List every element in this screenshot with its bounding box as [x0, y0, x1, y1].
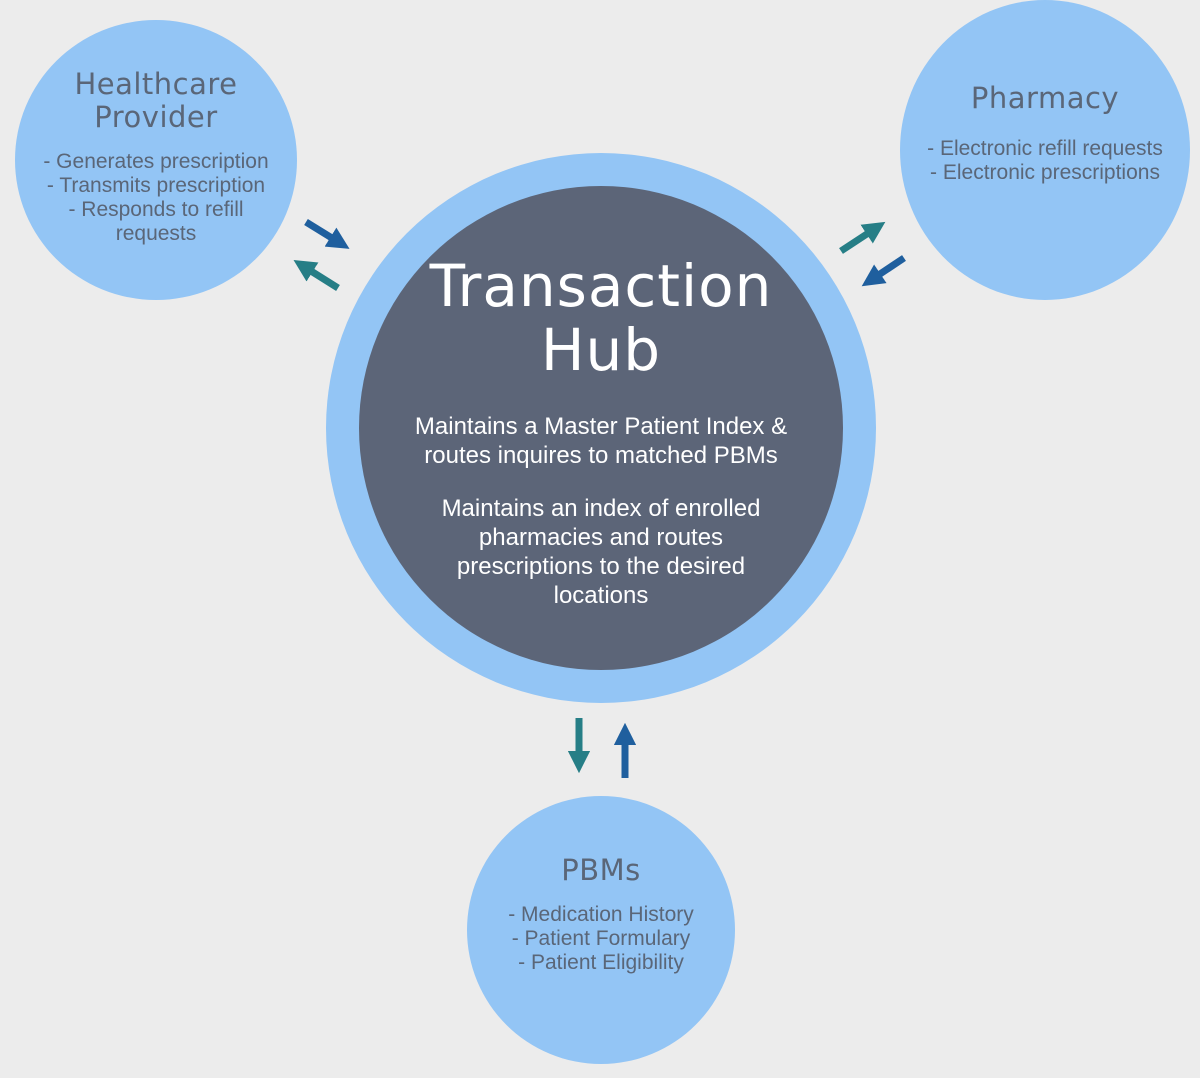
title-line: Pharmacy — [970, 81, 1120, 115]
pbms-title: PBMs — [467, 854, 735, 887]
list-item: requests — [115, 222, 197, 245]
healthcare-provider-node: Healthcare Provider - Generates prescrip… — [15, 20, 297, 300]
transaction-hub-node: Transaction Hub Maintains a Master Patie… — [359, 186, 843, 670]
pharmacy-list: - Electronic refill requests - Electroni… — [900, 137, 1190, 185]
arrow-hub-to-provider — [293, 260, 340, 291]
arrow-pharmacy-to-hub — [861, 255, 906, 287]
hub-description-pharmacy-index: Maintains an index of enrolled pharmacie… — [359, 494, 843, 610]
description-line: routes inquires to matched PBMs — [424, 442, 778, 469]
description-line: pharmacies and routes — [478, 524, 724, 551]
transaction-hub-title: Transaction Hub — [359, 254, 843, 382]
healthcare-provider-title: Healthcare Provider — [15, 68, 297, 134]
list-item: - Responds to refill — [68, 198, 244, 221]
list-item: - Patient Eligibility — [518, 951, 684, 974]
list-item: - Electronic prescriptions — [930, 161, 1160, 184]
list-item: - Electronic refill requests — [927, 137, 1163, 160]
description-line: Maintains a Master Patient Index & — [414, 413, 788, 440]
pharmacy-node: Pharmacy - Electronic refill requests - … — [900, 0, 1190, 300]
healthcare-provider-list: - Generates prescription - Transmits pre… — [15, 150, 297, 246]
title-line: PBMs — [561, 853, 641, 887]
pharmacy-title: Pharmacy — [900, 82, 1190, 115]
arrow-hub-to-pharmacy — [839, 221, 886, 254]
title-line: Provider — [94, 100, 218, 134]
description-line: Maintains an index of enrolled — [441, 495, 761, 522]
title-line: Healthcare — [74, 67, 238, 101]
hub-description-patient-index: Maintains a Master Patient Index & route… — [359, 412, 843, 470]
arrow-provider-to-hub — [304, 219, 350, 249]
title-line: Hub — [540, 316, 662, 384]
description-line: prescriptions to the desired — [456, 553, 746, 580]
title-line: Transaction — [429, 252, 773, 320]
pbms-node: PBMs - Medication History - Patient Form… — [467, 796, 735, 1064]
description-line: locations — [553, 582, 649, 609]
list-item: - Patient Formulary — [511, 927, 691, 950]
list-item: - Transmits prescription — [46, 174, 266, 197]
list-item: - Medication History — [508, 903, 694, 926]
list-item: - Generates prescription — [43, 150, 269, 173]
pbms-list: - Medication History - Patient Formulary… — [467, 903, 735, 975]
